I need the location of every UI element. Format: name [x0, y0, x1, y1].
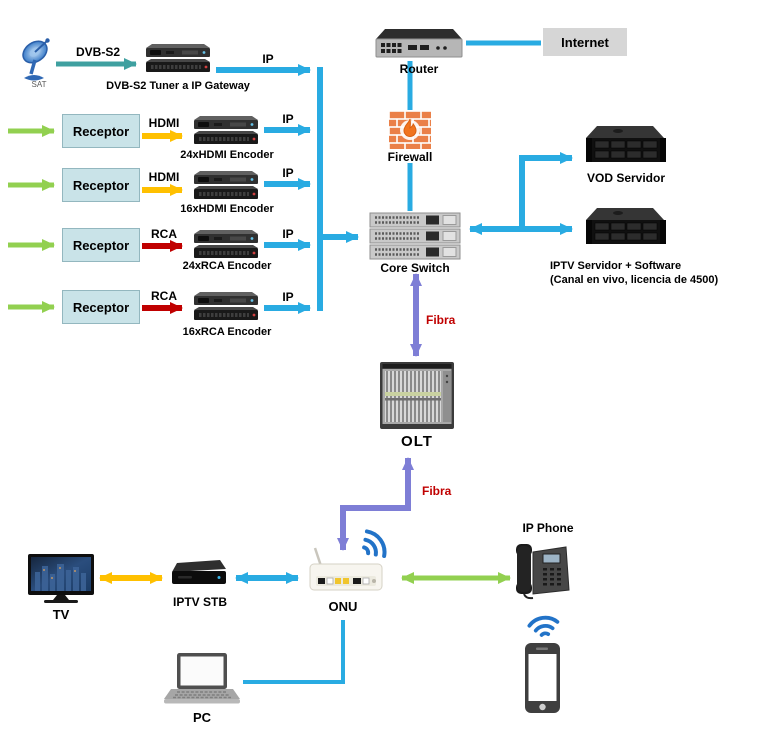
tv-label: TV — [52, 607, 70, 622]
encoder-icon-1 — [190, 116, 262, 146]
onu-icon — [309, 547, 383, 591]
ip-phone-icon — [516, 544, 570, 600]
tv-icon — [28, 554, 94, 603]
link-pc-onu — [243, 620, 345, 684]
iptv-server-label-line2: (Canal en vivo, licencia de 4500) — [550, 274, 719, 286]
receptor-box-1: Receptor — [62, 114, 140, 148]
fibra-lower-label: Fibra — [422, 484, 452, 498]
receptor-box-3: Receptor — [62, 228, 140, 262]
stb-icon — [172, 560, 226, 584]
firewall-icon — [389, 111, 431, 149]
tuner-gateway-label: DVB-S2 Tuner a IP Gateway — [106, 80, 250, 92]
stb-label: IPTV STB — [172, 595, 227, 609]
tuner-gateway-icon — [142, 44, 214, 74]
sat-label: SAT — [31, 80, 47, 89]
core-switch-icon — [369, 212, 461, 260]
dvbs2-link-label: DVB-S2 — [75, 45, 120, 59]
smartphone-icon — [525, 643, 560, 713]
olt-label: OLT — [401, 433, 433, 450]
core-switch-label: Core Switch — [380, 261, 450, 275]
router-icon — [375, 29, 463, 58]
olt-icon — [380, 362, 454, 429]
receptor-label: Receptor — [72, 299, 130, 315]
encoder-icon-3 — [190, 230, 262, 260]
cable-link-label-3: RCA — [151, 227, 177, 241]
pc-label: PC — [192, 710, 212, 725]
encoder-label-1: 24xHDMI Encoder — [180, 149, 274, 161]
ip-phone-label: IP Phone — [522, 521, 574, 535]
cable-link-label-2: HDMI — [148, 170, 180, 184]
iptv-server-label-line1: IPTV Servidor + Software — [550, 260, 682, 272]
satellite-dish-icon — [22, 38, 50, 81]
vod-server-icon — [584, 126, 668, 168]
encoder-label-2: 16xHDMI Encoder — [180, 203, 274, 215]
encoder-label-4: 16xRCA Encoder — [182, 326, 272, 338]
ip-link-label-3: IP — [282, 227, 294, 241]
cable-link-label-1: HDMI — [148, 116, 180, 130]
firewall-label: Firewall — [387, 150, 433, 164]
internet-node: Internet — [543, 28, 627, 56]
link-coreswitch-vodserver — [519, 152, 573, 229]
ip-link-label-4: IP — [282, 290, 294, 304]
receptor-label: Receptor — [72, 237, 130, 253]
receptor-label: Receptor — [72, 123, 130, 139]
wifi-icon — [522, 602, 564, 641]
laptop-icon — [164, 653, 240, 704]
iptv-server-icon — [584, 208, 668, 250]
receptor-box-4: Receptor — [62, 290, 140, 324]
encoder-icon-4 — [190, 292, 262, 322]
ip-link-label-1: IP — [282, 112, 294, 126]
tuner-ip-link-label: IP — [262, 52, 274, 66]
encoder-label-3: 24xRCA Encoder — [182, 260, 272, 272]
ip-link-label-2: IP — [282, 166, 294, 180]
encoder-icon-2 — [190, 171, 262, 201]
receptor-box-2: Receptor — [62, 168, 140, 202]
vod-server-label: VOD Servidor — [586, 171, 666, 185]
onu-label: ONU — [328, 599, 358, 614]
fibra-upper-label: Fibra — [426, 313, 456, 327]
receptor-label: Receptor — [72, 177, 130, 193]
internet-label: Internet — [561, 34, 609, 50]
cable-link-label-4: RCA — [151, 289, 177, 303]
router-label: Router — [399, 62, 439, 76]
